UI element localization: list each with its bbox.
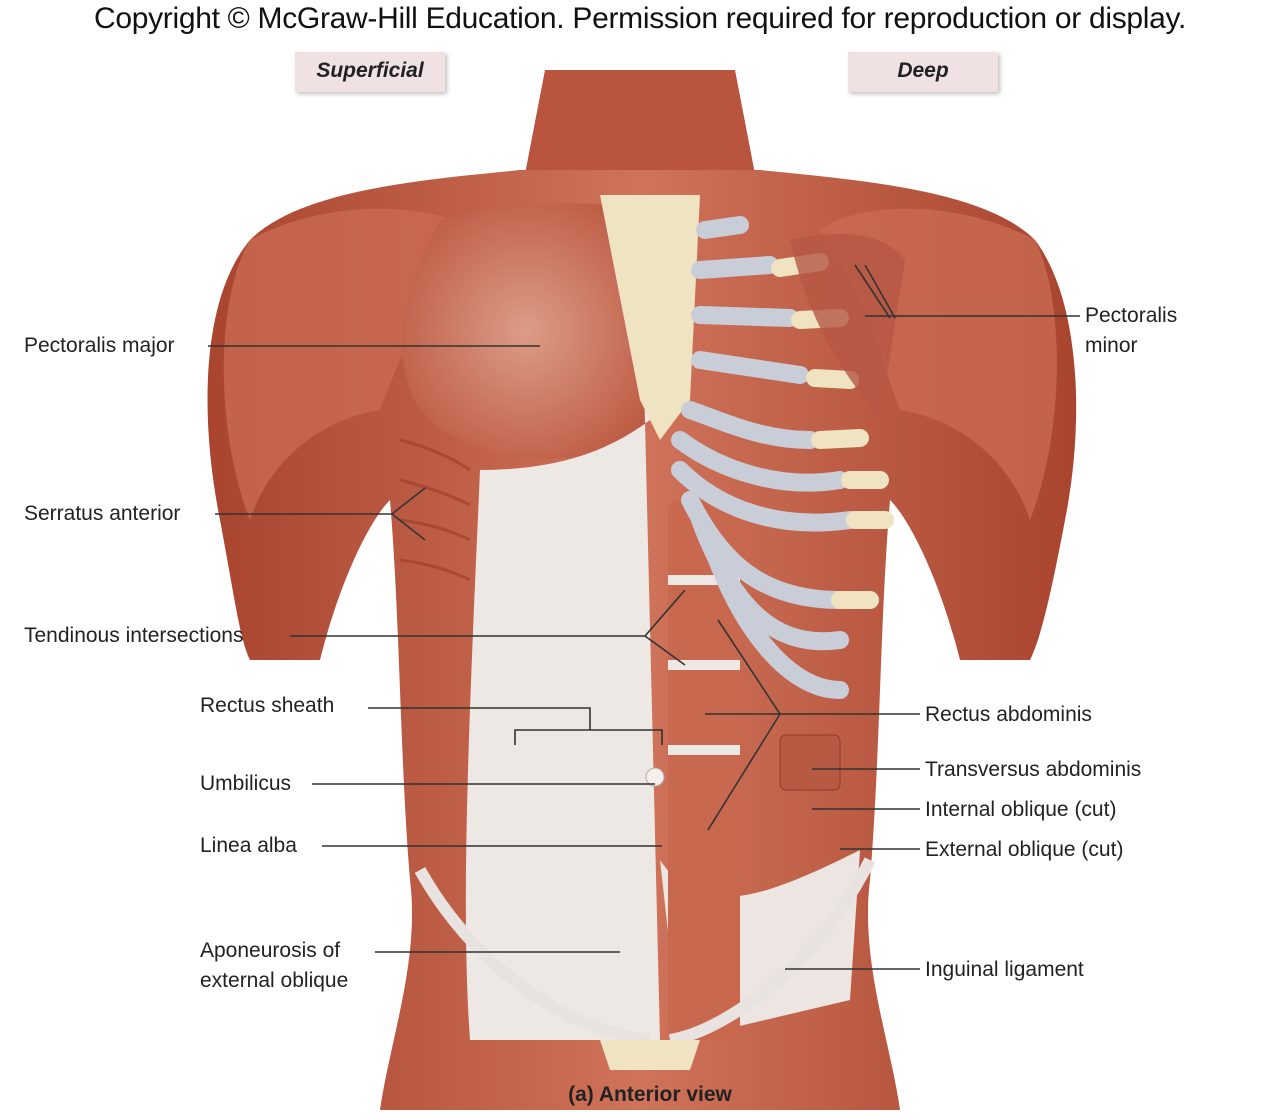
label-inguinal-ligament: Inguinal ligament — [925, 958, 1084, 981]
inguinal-ligament-shape — [414, 857, 876, 1046]
label-rectus-sheath: Rectus sheath — [200, 694, 335, 717]
pectoralis-minor-shape — [790, 234, 905, 420]
figure-caption: (a) Anterior view — [568, 1083, 732, 1106]
rib-cage — [671, 216, 894, 699]
label-tendinous-intersections: Tendinous intersections — [24, 624, 244, 647]
label-umbilicus: Umbilicus — [200, 772, 292, 795]
label-rectus-abdominis: Rectus abdominis — [925, 703, 1092, 726]
leader-lines — [208, 264, 1080, 970]
label-linea-alba: Linea alba — [200, 834, 297, 857]
rectus-sheath — [465, 215, 660, 1040]
neck — [520, 70, 760, 200]
transversus-abdominis-shape — [779, 734, 841, 791]
tab-deep: Deep — [848, 52, 998, 92]
label-pectoralis-minor-line1: Pectoralis — [1085, 304, 1178, 327]
label-transversus-abdominis: Transversus abdominis — [925, 758, 1142, 781]
label-external-oblique: External oblique (cut) — [925, 838, 1124, 861]
label-internal-oblique: Internal oblique (cut) — [925, 798, 1117, 821]
label-pectoralis-major: Pectoralis major — [24, 334, 175, 357]
copyright-notice: Copyright © McGraw-Hill Education. Permi… — [93, 2, 1187, 35]
label-pectoralis-minor-line2: minor — [1085, 334, 1138, 357]
tab-superficial: Superficial — [295, 52, 445, 92]
pectoralis-major-shape — [402, 203, 650, 459]
sternum — [600, 195, 700, 440]
label-aponeurosis-line1: Aponeurosis of — [200, 939, 341, 962]
label-aponeurosis-line2: external oblique — [200, 969, 349, 992]
umbilicus-shape — [645, 767, 665, 787]
label-serratus-anterior: Serratus anterior — [24, 502, 181, 525]
